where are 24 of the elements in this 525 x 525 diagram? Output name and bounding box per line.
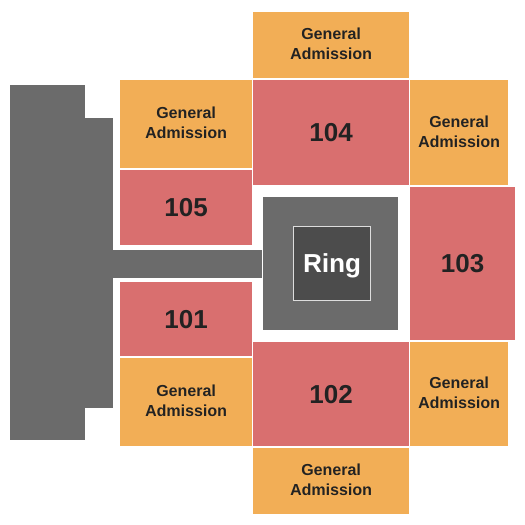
seating-section xyxy=(253,448,409,514)
section-label: General Admission xyxy=(144,382,228,422)
seating-section xyxy=(120,80,252,168)
seating-section xyxy=(410,187,515,340)
section-label: 103 xyxy=(440,248,484,279)
seating-section xyxy=(253,80,409,185)
section-label: 102 xyxy=(309,378,353,410)
section-label: General Admission xyxy=(417,374,501,414)
section-label: General Admission xyxy=(417,112,501,152)
section-label: General Admission xyxy=(144,104,228,144)
section-label: 104 xyxy=(309,117,353,148)
seating-section xyxy=(120,282,252,356)
ring xyxy=(293,226,371,301)
section-label: 105 xyxy=(164,192,208,223)
seating-section xyxy=(410,342,508,446)
section-label: 101 xyxy=(164,304,208,334)
seating-section xyxy=(253,342,409,446)
section-label: General Admission xyxy=(289,461,373,501)
seating-section xyxy=(120,358,252,446)
seating-section xyxy=(120,170,252,245)
section-label: Ring xyxy=(303,248,361,279)
seating-section xyxy=(253,12,409,78)
section-label: General Admission xyxy=(289,25,373,65)
seating-section xyxy=(410,80,508,185)
